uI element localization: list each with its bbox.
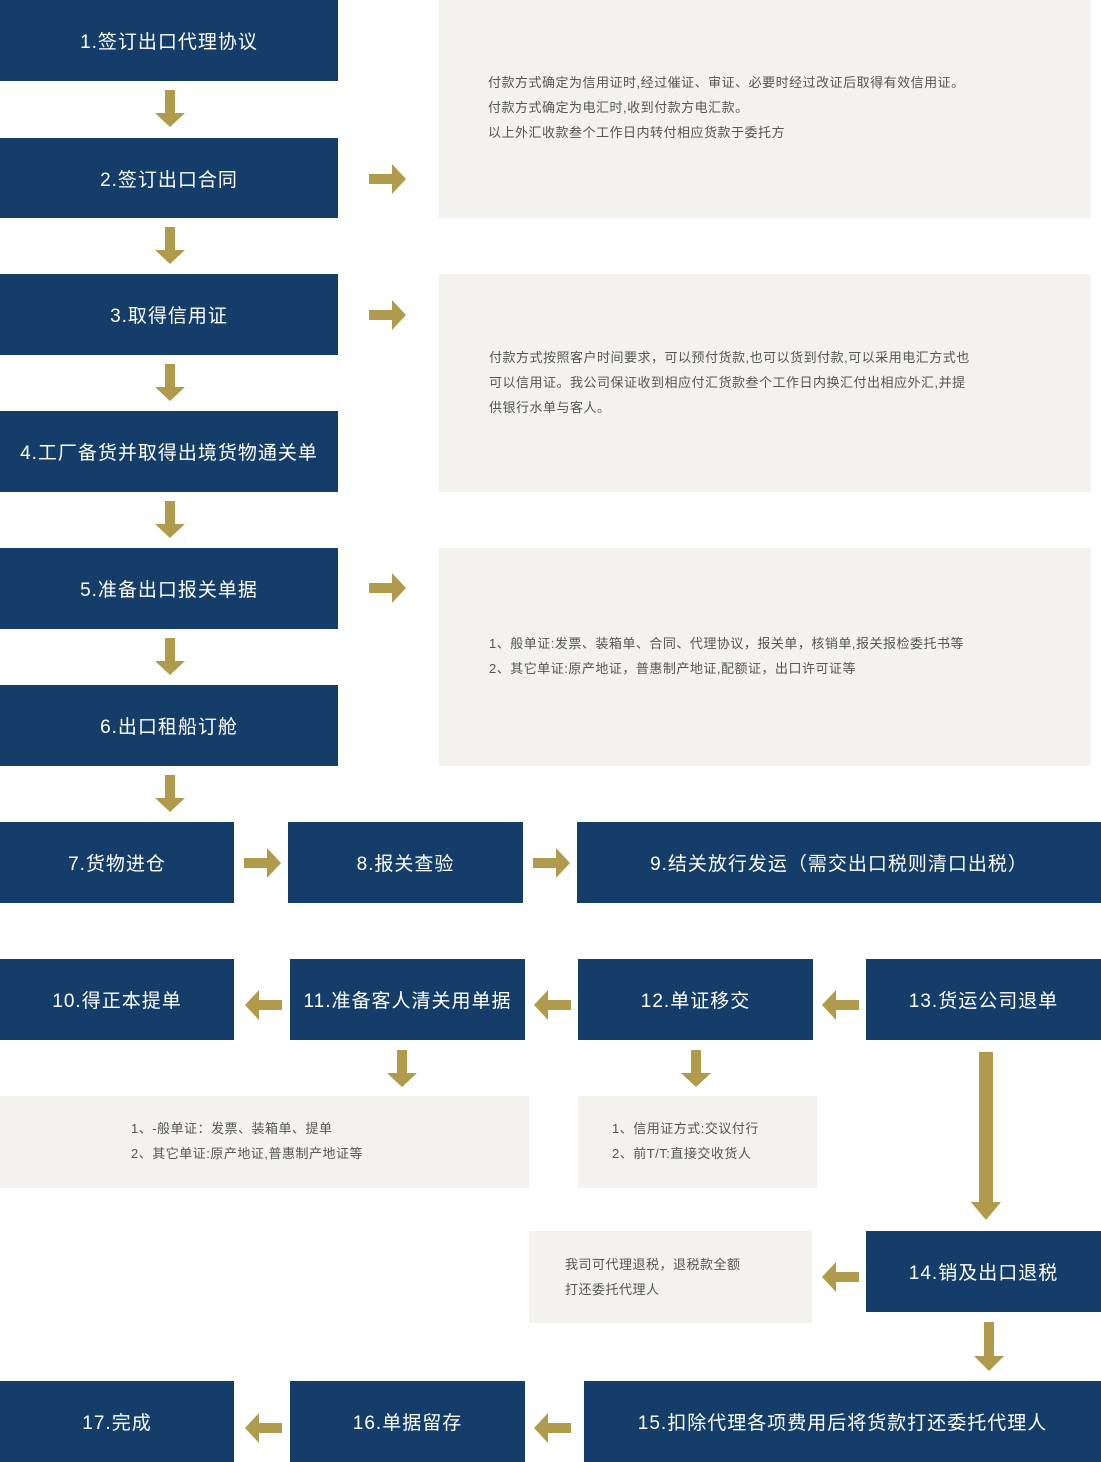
step-9-label: 9.结关放行发运（需交出口税则清口出税） (650, 854, 1028, 875)
note-document-handover: 1、信用证方式:交议付行 2、前T/T:直接交收货人 (578, 1096, 817, 1188)
note-line: 我司可代理退税，退税款全额 (565, 1257, 741, 1272)
step-17-label: 17.完成 (82, 1413, 152, 1434)
step-5-label: 5.准备出口报关单据 (80, 580, 258, 601)
arrow-right-icon (369, 164, 406, 194)
step-17: 17.完成 (0, 1381, 234, 1462)
arrow-down-icon (155, 90, 185, 127)
arrow-left-icon (822, 1262, 859, 1292)
step-2-label: 2.签订出口合同 (100, 169, 238, 191)
note-line: 1、般单证:发票、装箱单、合同、代理协议，报关单，核销单,报关报检委托书等 (489, 636, 964, 651)
note-customs-documents: 1、般单证:发票、装箱单、合同、代理协议，报关单，核销单,报关报检委托书等 2、… (439, 548, 1091, 766)
step-16-label: 16.单据留存 (352, 1413, 463, 1434)
step-6: 6.出口租船订舱 (0, 685, 338, 766)
arrow-down-long-icon (971, 1052, 1001, 1220)
arrow-down-icon (155, 227, 185, 264)
arrow-down-icon (155, 638, 185, 675)
note-line: 以上外汇收款叁个工作日内转付相应货款于委托方 (488, 125, 786, 140)
note-payment-terms: 付款方式按照客户时间要求，可以预付货款,也可以货到付款,可以采用电汇方式也 可以… (439, 274, 1091, 492)
note-line: 2、其它单证:原产地证,普惠制产地证等 (131, 1146, 363, 1161)
step-5: 5.准备出口报关单据 (0, 548, 338, 629)
step-12-label: 12.单证移交 (640, 991, 751, 1012)
arrow-down-icon (387, 1050, 417, 1087)
note-line: 付款方式确定为信用证时,经过催证、审证、必要时经过改证后取得有效信用证。 (488, 75, 965, 90)
arrow-right-icon (244, 848, 281, 878)
step-16: 16.单据留存 (290, 1381, 525, 1462)
arrow-down-icon (681, 1050, 711, 1087)
note-line: 打还委托代理人 (565, 1282, 660, 1297)
arrow-down-icon (155, 364, 185, 401)
step-15-label: 15.扣除代理各项费用后将货款打还委托代理人 (637, 1413, 1048, 1434)
note-line: 2、其它单证:原产地证，普惠制产地证,配额证，出口许可证等 (489, 661, 856, 676)
step-13: 13.货运公司退单 (866, 959, 1101, 1040)
step-13-label: 13.货运公司退单 (908, 991, 1059, 1012)
step-7: 7.货物进仓 (0, 822, 234, 903)
step-1-label: 1.签订出口代理协议 (80, 32, 258, 53)
note-line: 供银行水单与客人。 (489, 400, 611, 415)
step-3: 3.取得信用证 (0, 274, 338, 355)
note-tax-refund: 我司可代理退税，退税款全额 打还委托代理人 (529, 1231, 812, 1323)
step-14-label: 14.销及出口退税 (908, 1263, 1059, 1284)
step-7-label: 7.货物进仓 (68, 854, 166, 875)
step-10: 10.得正本提单 (0, 959, 234, 1040)
step-8-label: 8.报关查验 (356, 854, 455, 875)
arrow-left-icon (534, 990, 571, 1020)
arrow-down-icon (974, 1322, 1004, 1371)
step-11: 11.准备客人清关用单据 (290, 959, 525, 1040)
step-14: 14.销及出口退税 (866, 1231, 1101, 1312)
note-line: 1、-般单证：发票、装箱单、提单 (131, 1121, 333, 1136)
arrow-right-icon (533, 848, 570, 878)
arrow-left-icon (822, 990, 859, 1020)
note-credit-collection: 付款方式确定为信用证时,经过催证、审证、必要时经过改证后取得有效信用证。 付款方… (439, 0, 1091, 218)
step-6-label: 6.出口租船订舱 (100, 717, 238, 738)
arrow-down-icon (155, 775, 185, 812)
step-4: 4.工厂备货并取得出境货物通关单 (0, 411, 338, 492)
step-9: 9.结关放行发运（需交出口税则清口出税） (577, 822, 1101, 903)
step-4-label: 4.工厂备货并取得出境货物通关单 (20, 443, 318, 464)
note-line: 1、信用证方式:交议付行 (612, 1121, 759, 1136)
note-line: 2、前T/T:直接交收货人 (612, 1146, 752, 1161)
arrow-left-icon (534, 1413, 571, 1443)
note-line: 付款方式按照客户时间要求，可以预付货款,也可以货到付款,可以采用电汇方式也 (489, 350, 970, 365)
arrow-left-icon (245, 990, 282, 1020)
step-2: 2.签订出口合同 (0, 138, 338, 218)
arrow-right-icon (369, 573, 406, 603)
note-line: 可以信用证。我公司保证收到相应付汇货款叁个工作日内换汇付出相应外汇,并提 (489, 375, 966, 390)
arrow-down-icon (155, 501, 185, 538)
step-1: 1.签订出口代理协议 (0, 0, 338, 81)
arrow-left-icon (245, 1413, 282, 1443)
step-3-label: 3.取得信用证 (110, 306, 228, 327)
note-clearance-documents: 1、-般单证：发票、装箱单、提单 2、其它单证:原产地证,普惠制产地证等 (0, 1096, 529, 1188)
arrow-right-icon (369, 300, 406, 330)
note-line: 付款方式确定为电汇时,收到付款方电汇款。 (488, 100, 749, 115)
step-11-label: 11.准备客人清关用单据 (303, 991, 512, 1012)
step-10-label: 10.得正本提单 (52, 991, 182, 1012)
step-15: 15.扣除代理各项费用后将货款打还委托代理人 (584, 1381, 1101, 1462)
step-12: 12.单证移交 (578, 959, 813, 1040)
step-8: 8.报关查验 (288, 822, 523, 903)
